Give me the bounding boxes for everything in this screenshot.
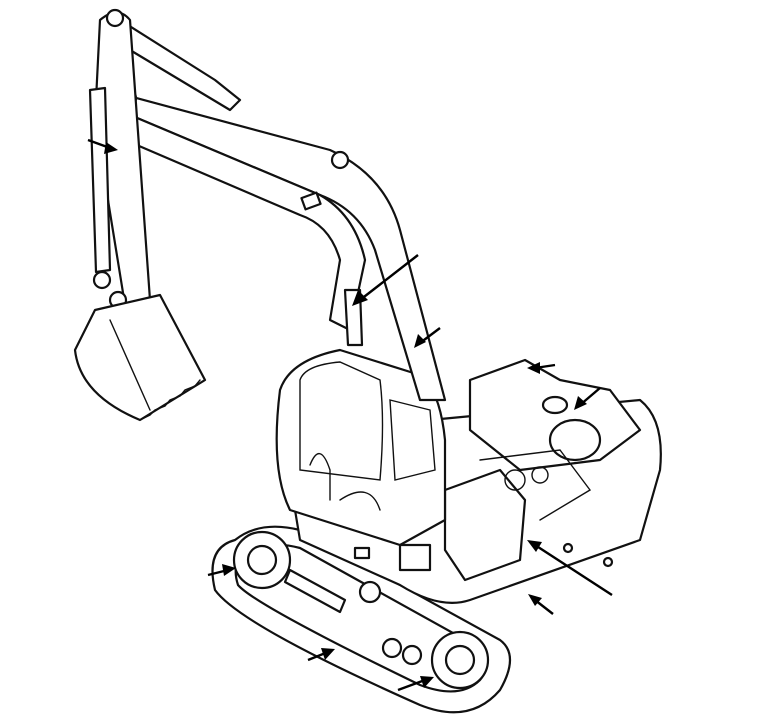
arm-cylinder bbox=[118, 18, 242, 112]
callout-arrow bbox=[574, 387, 601, 410]
callout-arrow bbox=[397, 676, 434, 692]
callout-arrow bbox=[527, 362, 556, 374]
callout-arrow bbox=[414, 327, 441, 348]
tank bbox=[548, 418, 602, 462]
bucket-cylinder bbox=[88, 86, 112, 274]
operator-cab bbox=[275, 348, 447, 572]
callout-arrow bbox=[528, 594, 554, 615]
callout-arrow bbox=[527, 540, 613, 597]
track-adjuster-spring bbox=[283, 568, 347, 614]
hydraulic-pump bbox=[398, 543, 432, 572]
crawler-track bbox=[211, 525, 512, 714]
callout-arrow bbox=[87, 138, 118, 154]
carrier-roller bbox=[358, 580, 382, 604]
fuel-cap bbox=[541, 395, 569, 415]
callout-arrow bbox=[352, 254, 419, 306]
bucket bbox=[73, 293, 207, 422]
callout-arrow bbox=[207, 564, 236, 577]
callout-arrows bbox=[87, 138, 613, 692]
callout-arrow bbox=[307, 648, 335, 662]
battery-box bbox=[443, 468, 527, 582]
